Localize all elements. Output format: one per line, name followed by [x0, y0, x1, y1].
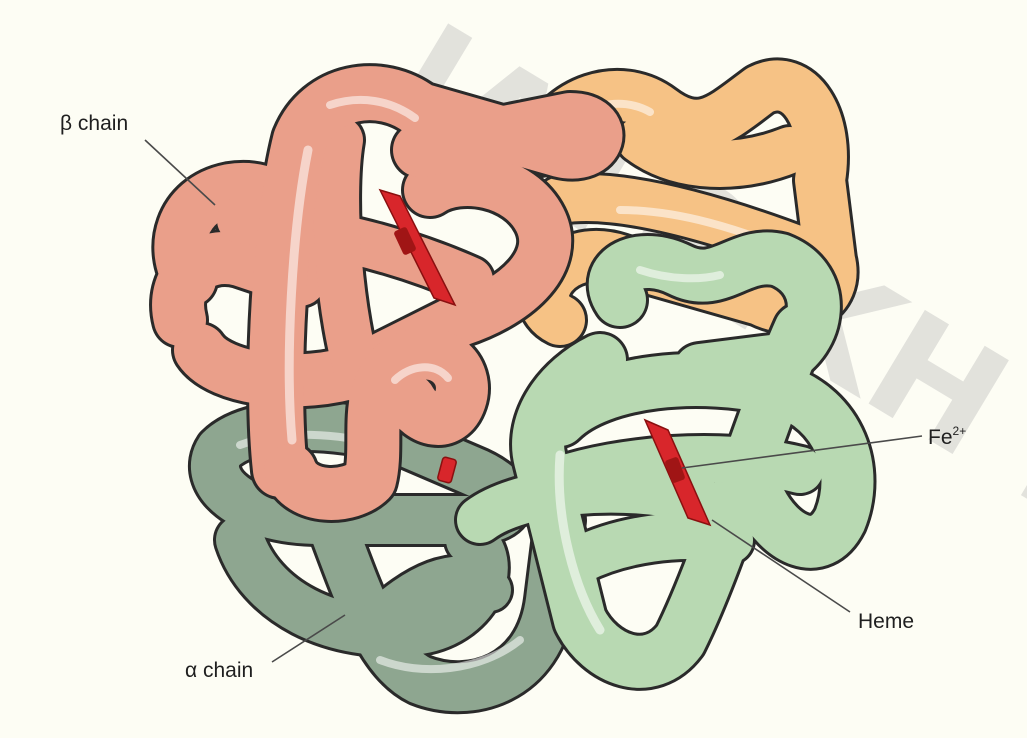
heme-label: Heme — [858, 610, 914, 633]
alpha-chain-label: α chain — [185, 659, 253, 682]
fe-charge-superscript: 2+ — [953, 424, 967, 438]
beta-chain-label: β chain — [60, 112, 128, 135]
